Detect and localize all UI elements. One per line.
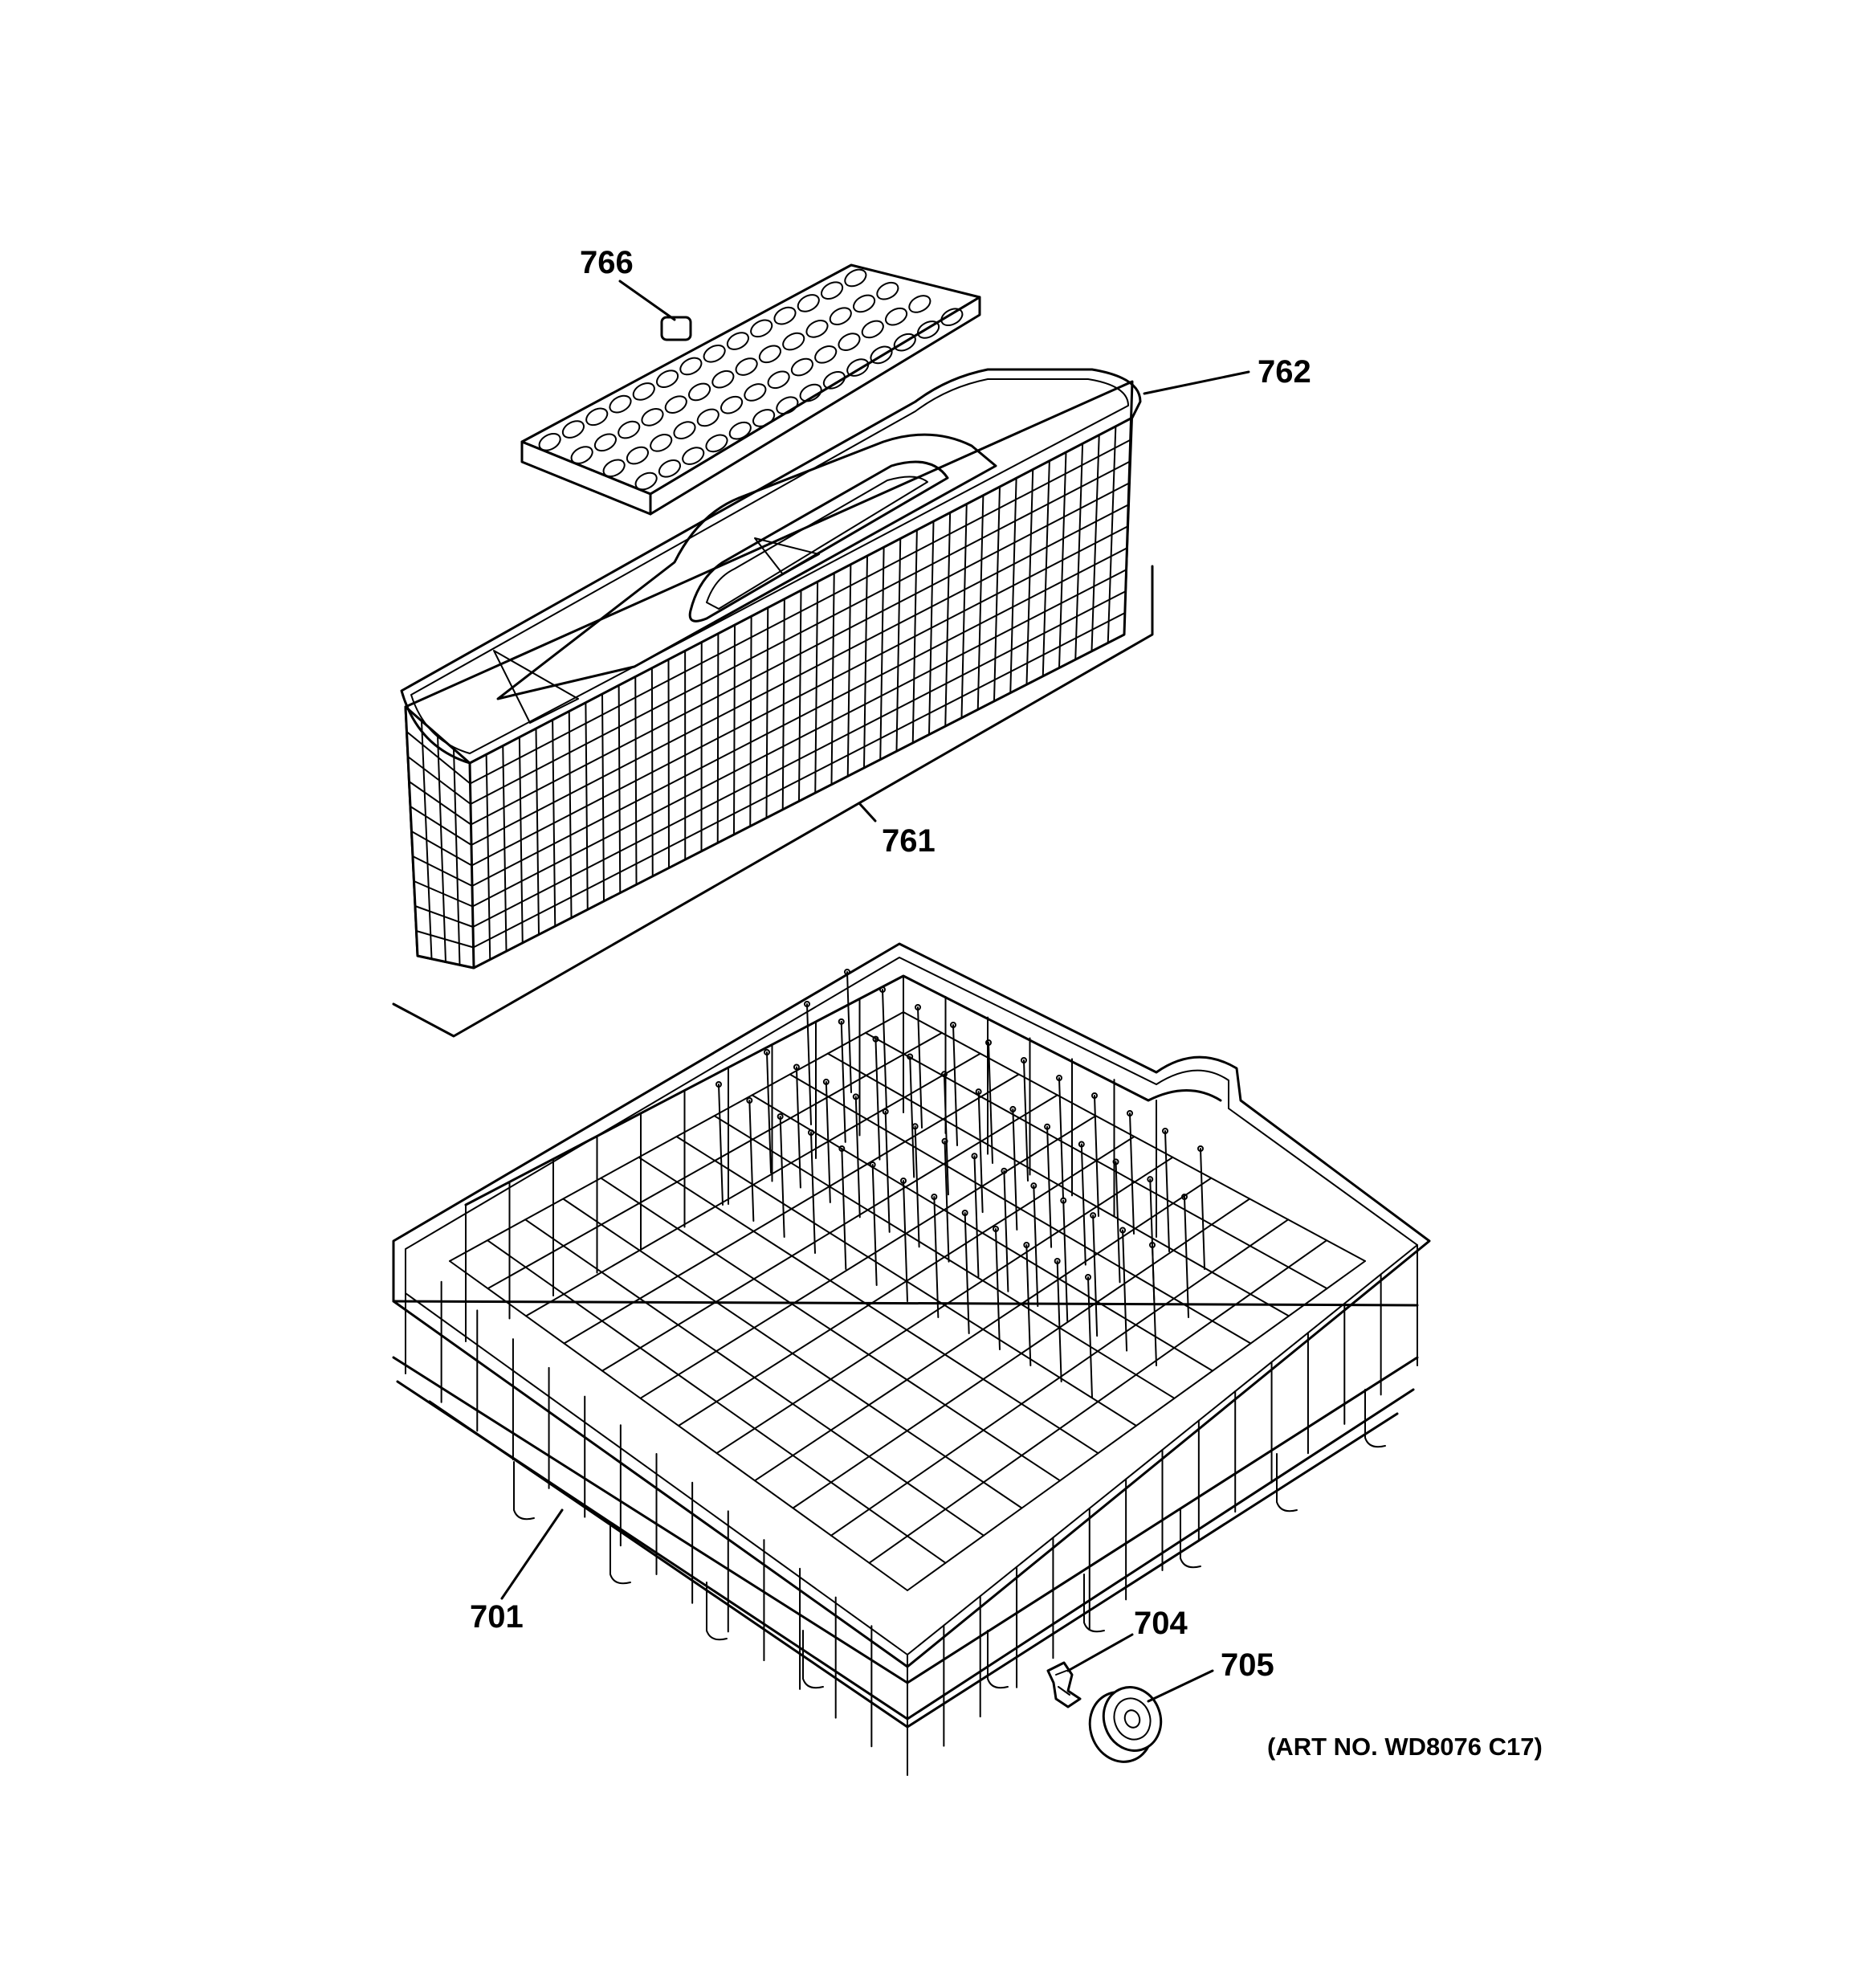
rack-roller-705 <box>1088 1686 1163 1763</box>
basket-assembly-bracket <box>392 565 1154 1038</box>
callout-704: 704 <box>1134 1606 1188 1641</box>
silverware-basket-761 <box>392 368 1154 1038</box>
basket-cover-766 <box>520 263 981 516</box>
callout-766: 766 <box>580 245 634 280</box>
basket-frame-762 <box>400 368 1142 765</box>
callout-701: 701 <box>470 1599 524 1635</box>
callout-705: 705 <box>1221 1647 1274 1683</box>
art-number: (ART NO. WD8076 C17) <box>1267 1733 1543 1761</box>
lower-rack-701 <box>392 942 1431 1776</box>
rack-clip-704 <box>1046 1661 1082 1708</box>
callout-762: 762 <box>1258 354 1311 390</box>
leader-lines <box>500 280 1250 1703</box>
callout-761: 761 <box>882 823 936 859</box>
